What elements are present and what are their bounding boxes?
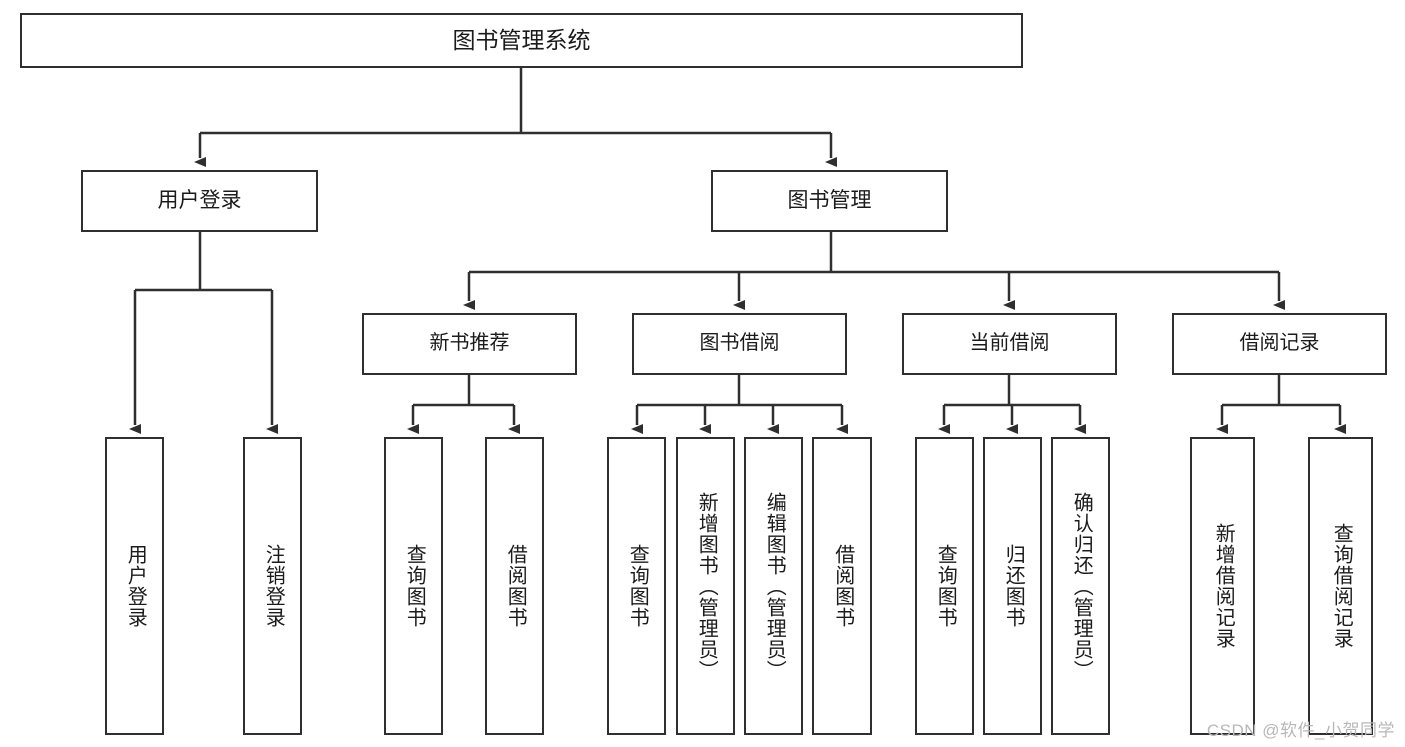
- leaf-label: 查询借阅记录: [1330, 523, 1353, 649]
- leaf-label: 新增图书（管理员）: [695, 491, 718, 681]
- leaf-label: 编辑图书（管理员）: [763, 491, 786, 681]
- leaf-user-login-logout[interactable]: 注销登录: [243, 437, 302, 735]
- node-current-borrow[interactable]: 当前借阅: [902, 313, 1117, 375]
- leaf-current-query-book[interactable]: 查询图书: [915, 437, 974, 735]
- leaf-recommend-query-book[interactable]: 查询图书: [384, 437, 443, 735]
- node-borrow-record[interactable]: 借阅记录: [1172, 313, 1387, 375]
- leaf-label: 注销登录: [262, 544, 285, 628]
- leaf-recommend-borrow-book[interactable]: 借阅图书: [485, 437, 544, 735]
- watermark: CSDN @软件_小贺同学: [1206, 721, 1395, 740]
- node-user-login[interactable]: 用户登录: [81, 170, 318, 232]
- leaf-record-add-record[interactable]: 新增借阅记录: [1190, 437, 1255, 735]
- node-new-book-recommend[interactable]: 新书推荐: [362, 313, 577, 375]
- leaf-label: 借阅图书: [504, 544, 527, 628]
- leaf-label: 查询图书: [403, 544, 426, 628]
- leaf-label: 查询图书: [934, 544, 957, 628]
- leaf-current-return-book[interactable]: 归还图书: [983, 437, 1042, 735]
- leaf-label: 归还图书: [1002, 544, 1025, 628]
- leaf-borrow-add-book-admin[interactable]: 新增图书（管理员）: [676, 437, 735, 735]
- node-book-borrow[interactable]: 图书借阅: [632, 313, 847, 375]
- leaf-borrow-borrow-book[interactable]: 借阅图书: [812, 437, 872, 735]
- leaf-label: 借阅图书: [831, 544, 854, 628]
- leaf-borrow-query-book[interactable]: 查询图书: [607, 437, 666, 735]
- leaf-label: 查询图书: [626, 544, 649, 628]
- node-book-management[interactable]: 图书管理: [711, 170, 948, 232]
- leaf-user-login-login[interactable]: 用户登录: [105, 437, 164, 735]
- leaf-label: 确认归还（管理员）: [1070, 491, 1093, 681]
- leaf-label: 新增借阅记录: [1212, 523, 1235, 649]
- leaf-record-query-record[interactable]: 查询借阅记录: [1308, 437, 1373, 735]
- leaf-label: 用户登录: [124, 544, 147, 628]
- leaf-current-confirm-return-admin[interactable]: 确认归还（管理员）: [1051, 437, 1110, 735]
- leaf-borrow-edit-book-admin[interactable]: 编辑图书（管理员）: [744, 437, 803, 735]
- node-root[interactable]: 图书管理系统: [20, 13, 1023, 68]
